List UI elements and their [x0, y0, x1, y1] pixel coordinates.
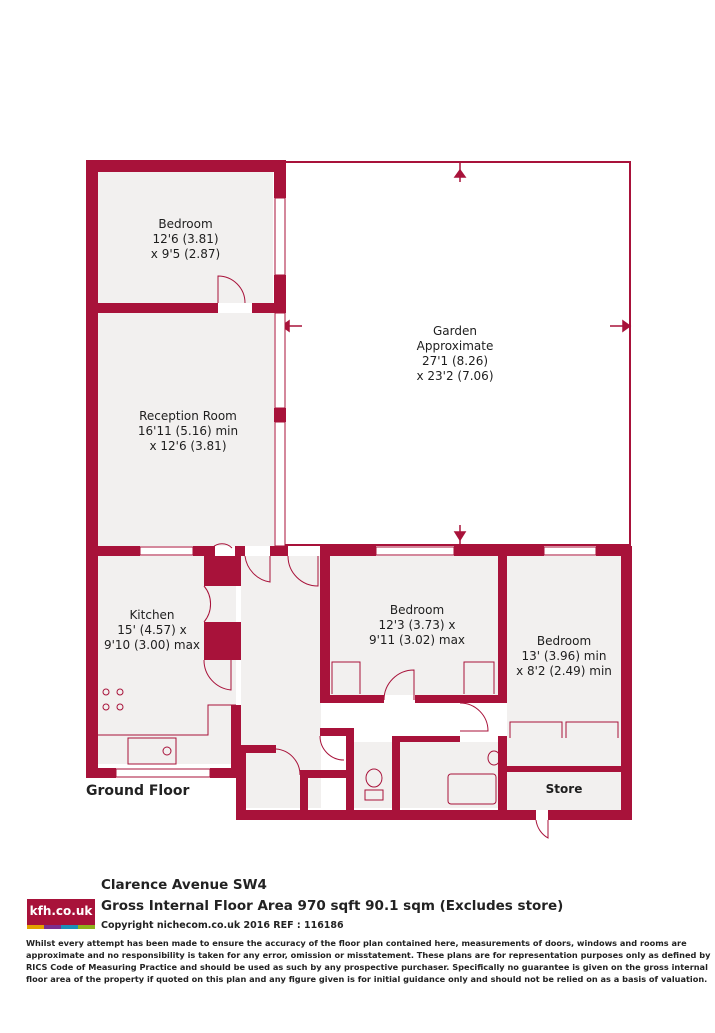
bedroom2-label: Bedroom 12'3 (3.73) x 9'11 (3.02) max	[352, 603, 482, 648]
room-dimension: 16'11 (5.16) min	[137, 424, 239, 438]
room-name: Bedroom	[536, 634, 592, 648]
doors	[203, 275, 549, 839]
room-dimension: 9'10 (3.00) max	[103, 638, 201, 652]
gross-internal-area: Gross Internal Floor Area 970 sqft 90.1 …	[101, 898, 564, 914]
room-dimension: 27'1 (8.26)	[421, 354, 489, 368]
room-dimension: x 8'2 (2.49) min	[516, 664, 612, 678]
bedroom1-floor	[98, 172, 273, 303]
reception-label: Reception Room 16'11 (5.16) min x 12'6 (…	[98, 409, 278, 454]
copyright-text: Copyright nichecom.co.uk 2016 REF : 1161…	[101, 920, 344, 931]
garden-label: Garden Approximate 27'1 (8.26) x 23'2 (7…	[370, 324, 540, 384]
garden-arrows	[280, 162, 632, 545]
room-name: Bedroom	[389, 603, 445, 617]
reception-floor	[98, 313, 274, 546]
room-name: Reception Room	[139, 409, 237, 423]
property-address: Clarence Avenue SW4	[101, 877, 267, 893]
room-note: Approximate	[416, 339, 494, 353]
room-dimension: 9'11 (3.02) max	[368, 633, 466, 647]
bedroom3-label: Bedroom 13' (3.96) min x 8'2 (2.49) min	[508, 634, 620, 679]
store-floor	[507, 772, 621, 810]
garden-outline	[281, 161, 631, 546]
logo-stripe	[27, 925, 95, 929]
fittings	[98, 661, 619, 805]
kitchen-label: Kitchen 15' (4.57) x 9'10 (3.00) max	[92, 608, 212, 653]
room-name: Kitchen	[129, 608, 175, 622]
windows	[115, 197, 597, 778]
walls	[86, 160, 632, 820]
room-dimension: 12'6 (3.81)	[152, 232, 219, 246]
bedroom1-label: Bedroom 12'6 (3.81) x 9'5 (2.87)	[98, 217, 273, 262]
room-dimension: 12'3 (3.73) x	[378, 618, 456, 632]
bathroom-floor	[400, 742, 500, 808]
floor-plan	[86, 160, 632, 839]
room-name: Garden	[433, 324, 477, 338]
wc-floor	[354, 742, 392, 808]
bedroom3-floor	[507, 556, 621, 766]
floor-label: Ground Floor	[86, 783, 190, 799]
hall-floor	[241, 556, 321, 808]
room-name: Store	[545, 782, 583, 796]
disclaimer-text: Whilst every attempt has been made to en…	[26, 938, 711, 984]
logo-text: kfh.co.uk	[29, 904, 93, 918]
room-dimension: x 23'2 (7.06)	[416, 369, 494, 383]
room-dimension: 13' (3.96) min	[521, 649, 607, 663]
room-dimension: 15' (4.57) x	[117, 623, 187, 637]
store-label: Store	[507, 782, 621, 797]
room-name: Bedroom	[158, 217, 213, 231]
kfh-logo[interactable]: kfh.co.uk	[27, 899, 95, 929]
room-dimension: x 12'6 (3.81)	[149, 439, 227, 453]
room-dimension: x 9'5 (2.87)	[150, 247, 221, 261]
